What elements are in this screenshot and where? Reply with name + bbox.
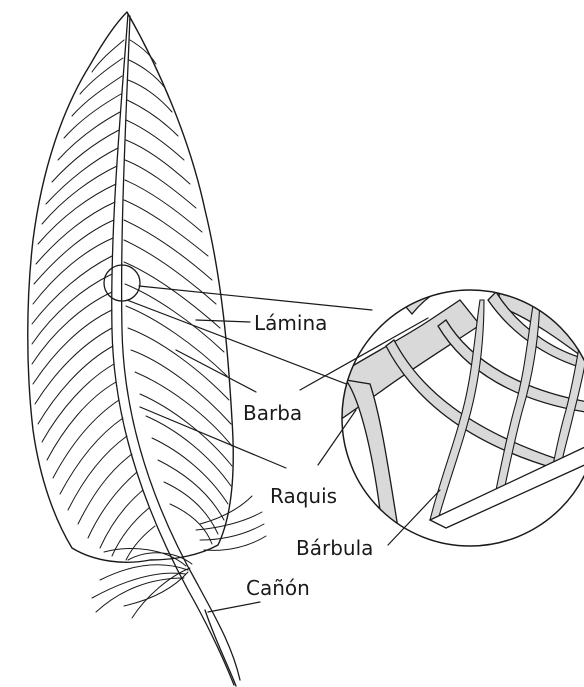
leader-canon <box>208 602 260 612</box>
rachis-right-edge <box>122 16 240 680</box>
leader-barba-feather <box>176 350 256 392</box>
right-barbs <box>124 40 232 544</box>
leader-lamina <box>196 320 250 322</box>
label-raquis: Raquis <box>270 484 337 508</box>
afterfeather-wisps <box>92 496 266 618</box>
label-barbula: Bárbula <box>296 536 373 560</box>
magnification-connectors <box>127 286 372 390</box>
label-barba: Barba <box>243 401 302 425</box>
left-barbs <box>32 40 155 560</box>
rachis-left-edge <box>112 14 234 685</box>
feather <box>28 12 266 686</box>
quill-tip <box>205 610 236 686</box>
label-canon: Cañón <box>246 576 310 600</box>
label-lamina: Lámina <box>254 311 327 335</box>
vane-outline <box>28 12 233 562</box>
